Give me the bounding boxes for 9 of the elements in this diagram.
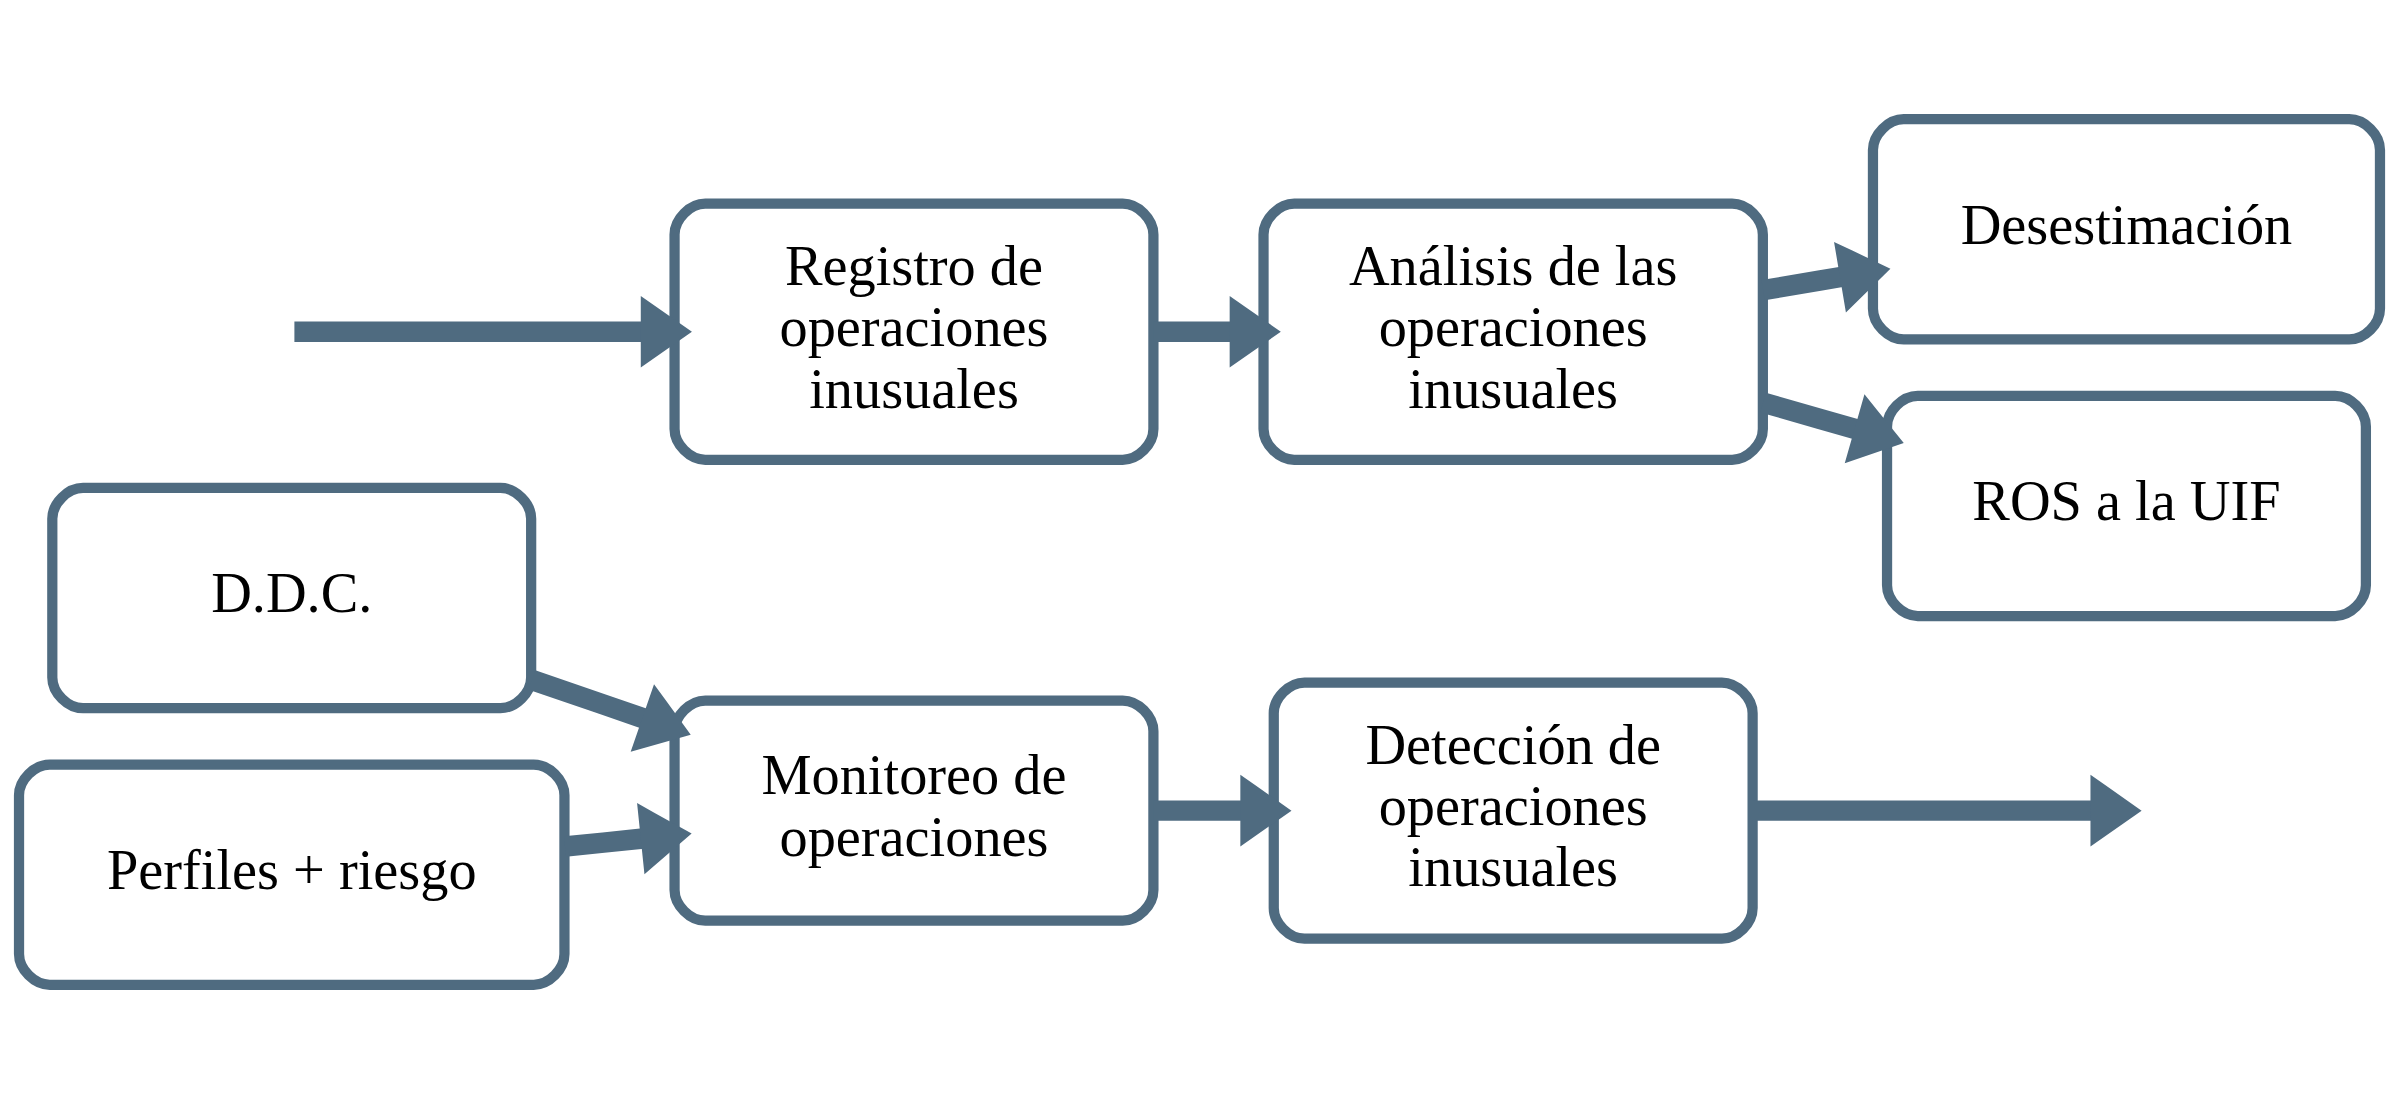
node-box: Desestimación — [1867, 113, 2386, 345]
node-box: Perfiles + riesgo — [13, 758, 570, 990]
node-box: Monitoreo de operaciones — [669, 694, 1159, 926]
node-box: ROS a la UIF — [1881, 390, 2371, 621]
node-box: Análisis de las operaciones inusuales — [1258, 198, 1768, 465]
node-box: Detección de operaciones inusuales — [1268, 677, 1758, 944]
arrow — [294, 295, 692, 368]
node-box: D.D.C. — [47, 482, 537, 713]
node-box: Registro de operaciones inusuales — [669, 198, 1159, 465]
